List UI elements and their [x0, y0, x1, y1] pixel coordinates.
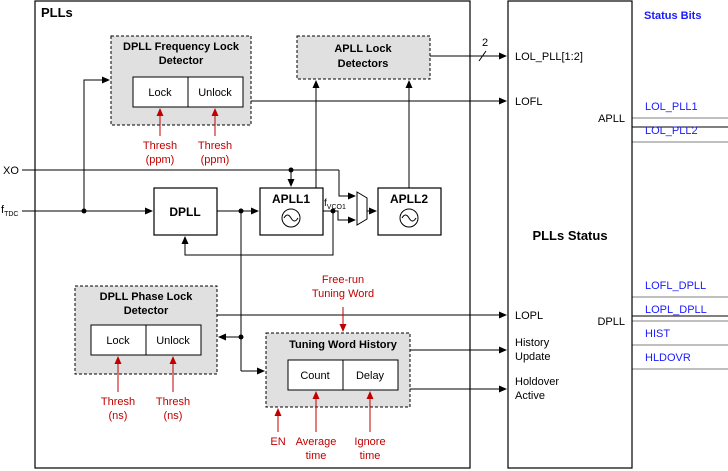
- freq-lock-label: Lock: [148, 87, 172, 99]
- fvco1-label: fVCO1: [324, 198, 346, 211]
- free-run-line2: Tuning Word: [312, 288, 374, 300]
- holdover-active-line1: Holdover: [515, 376, 559, 388]
- parameter-labels: Thresh (ppm) Thresh (ppm) Free-run Tunin…: [101, 140, 386, 462]
- input-mux: [356, 191, 368, 226]
- plls-title: PLLs: [41, 5, 73, 20]
- freq-lock-title-2: Detector: [159, 55, 204, 67]
- average-time-line1: Average: [296, 436, 337, 448]
- en-label: EN: [270, 436, 285, 448]
- status-bit-hldovr: HLDOVR: [645, 352, 691, 364]
- history-update-line2: Update: [515, 351, 550, 363]
- apll2-block: APLL2: [377, 187, 442, 236]
- status-bit-lofl-dpll: LOFL_DPLL: [645, 280, 706, 292]
- ftdc-input-label: fTDC: [1, 204, 18, 218]
- apll2-label: APLL2: [390, 192, 428, 206]
- status-bit-hist: HIST: [645, 328, 670, 340]
- apll-lock-title-1: APLL Lock: [334, 43, 392, 55]
- lopl-signal: LOPL: [515, 310, 543, 322]
- apll-lock-detectors: APLL Lock Detectors: [296, 35, 431, 80]
- signal-wires: [22, 50, 728, 393]
- status-bit-lol-pll1: LOL_PLL1: [645, 101, 698, 113]
- xo-input-label: XO: [3, 165, 19, 177]
- status-signal-labels: 2 LOL_PLL[1:2] LOFL LOPL History Update …: [482, 37, 625, 402]
- phase-lock-title-1: DPLL Phase Lock: [100, 291, 194, 303]
- phase-thresh-2-line2: (ns): [164, 410, 183, 422]
- apll-lock-title-2: Detectors: [338, 58, 389, 70]
- phase-lock-title-2: Detector: [124, 305, 169, 317]
- dpll-block: DPLL: [153, 187, 218, 236]
- freq-thresh-2-line2: (ppm): [201, 154, 230, 166]
- freq-thresh-1-line2: (ppm): [146, 154, 175, 166]
- freq-unlock-label: Unlock: [198, 87, 232, 99]
- freq-lock-title-1: DPLL Frequency Lock: [123, 41, 240, 53]
- junction-dots: [81, 167, 336, 340]
- bus-width-label: 2: [482, 37, 488, 49]
- freq-thresh-2-line1: Thresh: [198, 140, 232, 152]
- count-label: Count: [300, 370, 329, 382]
- phase-thresh-1-line1: Thresh: [101, 396, 135, 408]
- apll1-label: APLL1: [272, 192, 310, 206]
- free-run-line1: Free-run: [322, 274, 364, 286]
- history-update-line1: History: [515, 337, 550, 349]
- status-bit-lopl-dpll: LOPL_DPLL: [645, 304, 707, 316]
- status-bits: LOL_PLL1 LOL_PLL2 LOFL_DPLL LOPL_DPLL HI…: [632, 101, 728, 370]
- plls-status-panel: [507, 0, 633, 469]
- lol-pll-signal: LOL_PLL[1:2]: [515, 51, 583, 63]
- ignore-time-line1: Ignore: [354, 436, 385, 448]
- apll1-block: APLL1: [259, 187, 324, 236]
- delay-label: Delay: [356, 370, 385, 382]
- dpll-group-label: DPLL: [597, 316, 625, 328]
- holdover-active-line2: Active: [515, 390, 545, 402]
- tuning-word-history-title: Tuning Word History: [289, 339, 398, 351]
- parameter-arrows: [114, 108, 374, 432]
- dpll-phase-lock-detector: DPLL Phase Lock Detector Lock Unlock: [74, 285, 218, 375]
- phase-lock-label: Lock: [106, 335, 130, 347]
- tuning-word-history: Tuning Word History Count Delay: [265, 332, 411, 408]
- freq-thresh-1-line1: Thresh: [143, 140, 177, 152]
- dpll-frequency-lock-detector: DPLL Frequency Lock Detector Lock Unlock: [110, 35, 252, 126]
- plls-status-title: PLLs Status: [532, 228, 607, 243]
- phase-unlock-label: Unlock: [156, 335, 190, 347]
- lofl-signal: LOFL: [515, 96, 543, 108]
- average-time-line2: time: [306, 450, 327, 462]
- status-bits-header: Status Bits: [644, 10, 701, 22]
- phase-thresh-2-line1: Thresh: [156, 396, 190, 408]
- dpll-label: DPLL: [169, 205, 200, 219]
- phase-thresh-1-line2: (ns): [109, 410, 128, 422]
- status-bit-lol-pll2: LOL_PLL2: [645, 125, 698, 137]
- apll-group-label: APLL: [598, 113, 625, 125]
- ignore-time-line2: time: [360, 450, 381, 462]
